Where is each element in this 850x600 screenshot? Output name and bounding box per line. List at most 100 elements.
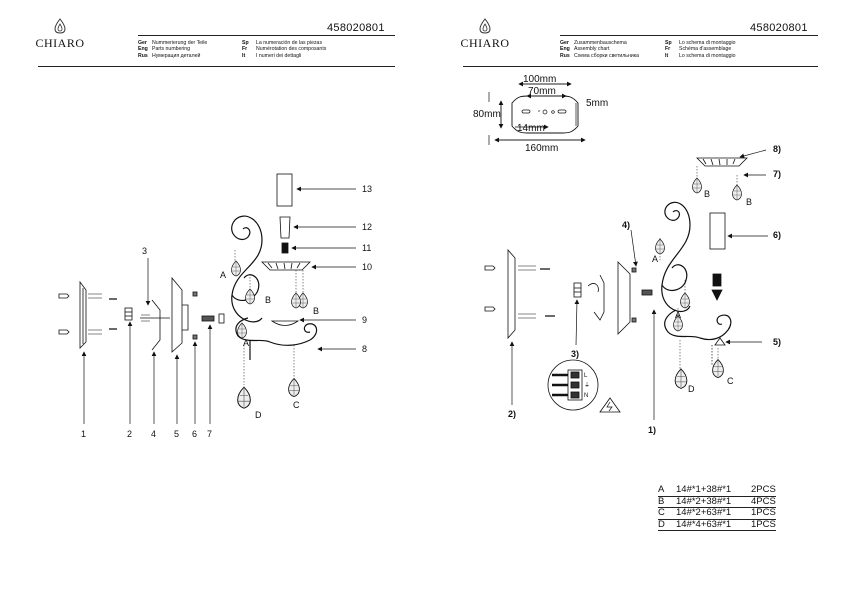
- part-cup: [270, 320, 300, 326]
- wall-plug: [484, 265, 496, 312]
- pendant-letter: B: [746, 197, 752, 207]
- dim-100mm: 100mm: [523, 74, 556, 85]
- part-number: 3: [142, 246, 147, 256]
- wire-label-neutral: N: [584, 393, 588, 399]
- crystal-drop: [692, 177, 702, 194]
- crystal-drop: [237, 322, 247, 339]
- crystal-drop: [245, 288, 255, 305]
- dim-80mm: 80mm: [473, 109, 501, 120]
- pendant-letter: C: [293, 400, 300, 410]
- brand-logo: CHIARO: [455, 18, 515, 51]
- part-drip-tray: [261, 261, 311, 271]
- dim-5mm: 5mm: [586, 98, 608, 109]
- scroll-arm: [661, 201, 732, 341]
- candle-sleeve: [709, 212, 726, 250]
- part-number: 6: [192, 429, 197, 439]
- part-number: 12: [362, 222, 372, 232]
- part-number: 1: [81, 429, 86, 439]
- part-nut: [192, 334, 198, 340]
- dimension-labels: 100mm 70mm 5mm 80mm 14mm 160mm: [473, 74, 608, 154]
- flame-logo-icon: [479, 18, 491, 34]
- step-number: 5): [773, 337, 781, 347]
- pendant-letters: A A B B C D: [652, 189, 752, 394]
- header-rule: [560, 35, 818, 36]
- part-leaders: [81, 186, 356, 424]
- part-terminal-block: [124, 307, 133, 321]
- step-number: 1): [648, 425, 656, 435]
- part-number: 13: [362, 184, 372, 194]
- step-number: 7): [773, 169, 781, 179]
- step-number: 8): [773, 144, 781, 154]
- wiring-labels: L ⏚ N: [584, 373, 590, 399]
- pendant-letter: A: [675, 310, 681, 320]
- exploded-view: [58, 173, 318, 385]
- header-rule: [138, 35, 395, 36]
- part-canopy: [171, 276, 183, 353]
- part-lamp-holder: [279, 216, 291, 239]
- wall-plate: [507, 248, 516, 340]
- crystal-drop: [712, 359, 724, 379]
- crystal-drop: [231, 260, 241, 277]
- part-number: 9: [362, 315, 367, 325]
- step-labels: 1) 2) 3) 4) 5) 6) 7) 8): [508, 144, 781, 435]
- crystal-drop: [291, 292, 301, 309]
- header-bottom-rule: [463, 66, 818, 67]
- dim-70mm: 70mm: [528, 86, 556, 97]
- lamp-holder: [712, 273, 722, 287]
- crystal-drop: [288, 378, 300, 398]
- pendant-letter: B: [704, 189, 710, 199]
- canopy: [617, 261, 631, 335]
- part-scroll-arm: [231, 215, 318, 360]
- dim-14mm: 14mm: [517, 123, 545, 134]
- dim-160mm: 160mm: [525, 143, 558, 154]
- header-bottom-rule: [38, 66, 395, 67]
- step-number: 4): [622, 220, 630, 230]
- crystal-drop: [732, 184, 742, 201]
- part-mounting-bracket: [140, 299, 170, 351]
- pendant-letter: B: [313, 306, 319, 316]
- part-threaded-nipple: [201, 315, 215, 322]
- terminal-block: [573, 282, 582, 298]
- crystal-drop: [655, 238, 665, 255]
- assembly-view: [484, 157, 748, 375]
- brand-name: CHIARO: [35, 36, 85, 50]
- pendant-letter: A: [220, 270, 226, 280]
- pendant-letter: C: [727, 376, 734, 386]
- brand-name: CHIARO: [460, 36, 510, 50]
- pendant-letter: D: [255, 410, 262, 420]
- wire-label-earth: ⏚: [584, 382, 590, 389]
- part-number: 2: [127, 429, 132, 439]
- article-code: 458020801: [327, 22, 385, 34]
- crystal-drop: [680, 292, 690, 309]
- wiring-detail: [547, 359, 621, 413]
- article-code: 458020801: [750, 22, 808, 34]
- flame-logo-icon: [54, 18, 66, 34]
- crystal-drop: [237, 386, 251, 409]
- part-number: 11: [362, 243, 371, 253]
- part-number-labels: 1 2 3 4 5 6 7 8 9 10 11 12 13 A A B B C …: [81, 184, 372, 439]
- part-number: 7: [207, 429, 212, 439]
- wire-label-live: L: [584, 373, 588, 379]
- part-number: 10: [362, 262, 372, 272]
